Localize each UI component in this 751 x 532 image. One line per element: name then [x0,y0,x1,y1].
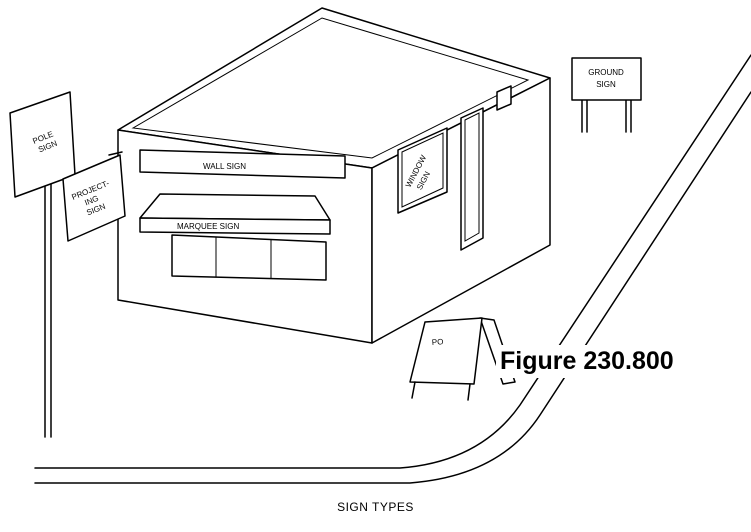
building [117,7,551,344]
wall-sign-label: WALL SIGN [203,162,246,171]
ground-sign: GROUND SIGN [571,57,642,133]
figure-label: Figure 230.800 [496,345,678,378]
wall-sign: WALL SIGN [139,149,346,179]
small-window [496,85,512,111]
portable-sign-label: PO [432,337,444,347]
storefront-window [171,234,327,281]
marquee-sign: MARQUEE SIGN [139,193,331,235]
marquee-sign-label: MARQUEE SIGN [177,222,239,231]
door [460,107,484,251]
diagram-caption: SIGN TYPES [337,500,414,514]
ground-sign-line-1: GROUND [588,68,624,77]
road-curb [34,54,751,484]
ground-sign-line-2: SIGN [596,80,616,89]
pole-sign: POLE SIGN [9,91,76,438]
window-sign: WINDOW SIGN [397,127,448,214]
projecting-sign: PROJECT- ING SIGN [62,151,126,242]
